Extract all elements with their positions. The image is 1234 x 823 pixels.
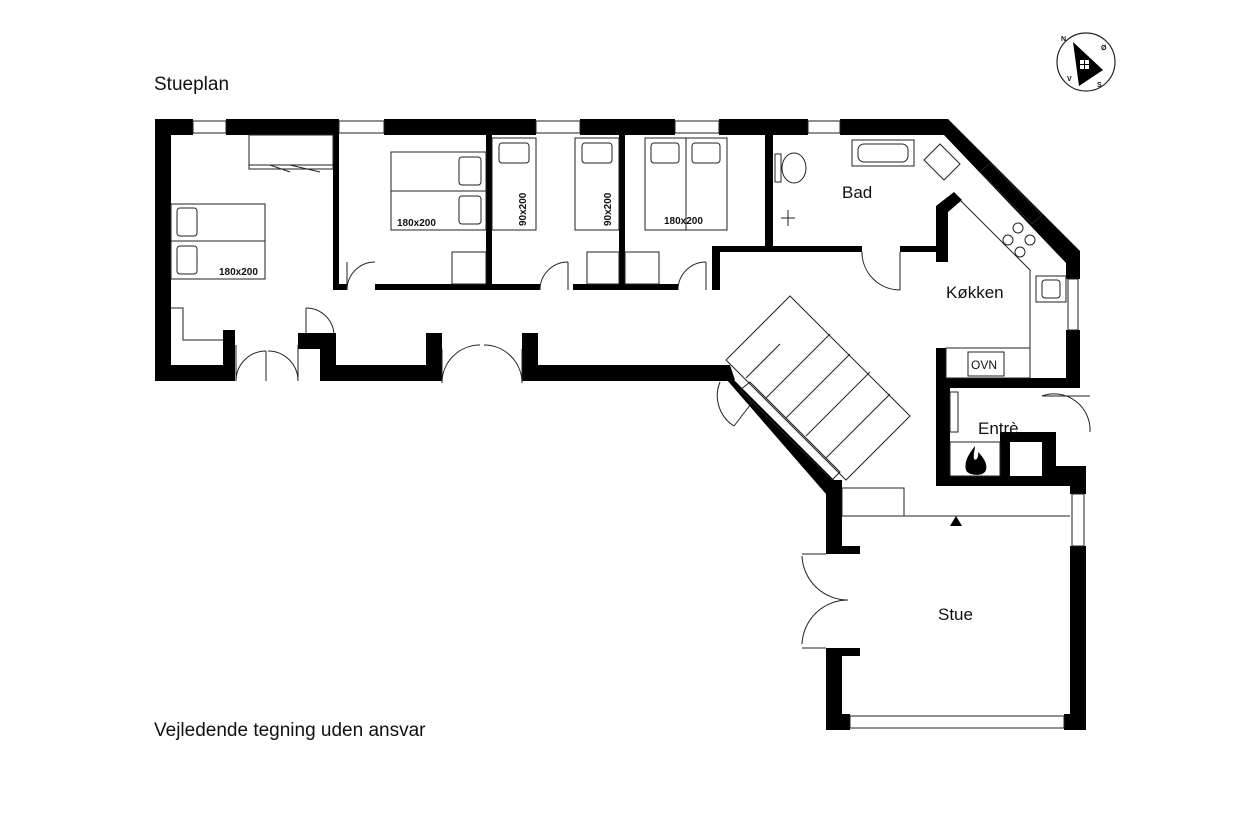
bedroom-2: 180x200: [346, 151, 487, 291]
entre: Entrè: [949, 391, 1091, 477]
compass-east: Ø: [1101, 45, 1107, 52]
disclaimer-text: Vejledende tegning uden ansvar: [154, 720, 426, 741]
bedroom-1: 180x200: [170, 134, 335, 341]
ceiling-height-marker-icon: [950, 516, 962, 526]
bathroom: Bad: [774, 139, 961, 291]
compass-house-icon: N Ø V S: [1056, 32, 1116, 92]
bed-1-size: 180x200: [219, 267, 258, 278]
bed-3-size: 90x200: [518, 192, 529, 226]
stue: Stue: [801, 487, 1070, 649]
bed-2-size: 180x200: [397, 218, 436, 229]
staircase: [716, 295, 911, 481]
compass-north: N: [1061, 36, 1066, 43]
bed-4-size: 90x200: [603, 192, 614, 226]
compass-west: V: [1067, 76, 1072, 83]
kitchen: OVN Køkken: [945, 199, 1067, 379]
bedroom-4: 180x200: [624, 137, 728, 291]
plan-title: Stueplan: [154, 74, 230, 95]
oven-label: OVN: [971, 358, 997, 372]
room-entre-label: Entrè: [978, 419, 1019, 438]
room-stue-label: Stue: [938, 605, 973, 624]
fireplace-flame-icon: [965, 446, 987, 475]
walls: [155, 119, 1086, 730]
bed-5-size: 180x200: [664, 216, 703, 227]
room-bad-label: Bad: [842, 183, 872, 202]
bedroom-3: 90x200 90x200: [491, 137, 620, 291]
compass-south: S: [1097, 82, 1102, 89]
room-kokken-label: Køkken: [946, 283, 1004, 302]
corridor-doors: [235, 344, 523, 384]
